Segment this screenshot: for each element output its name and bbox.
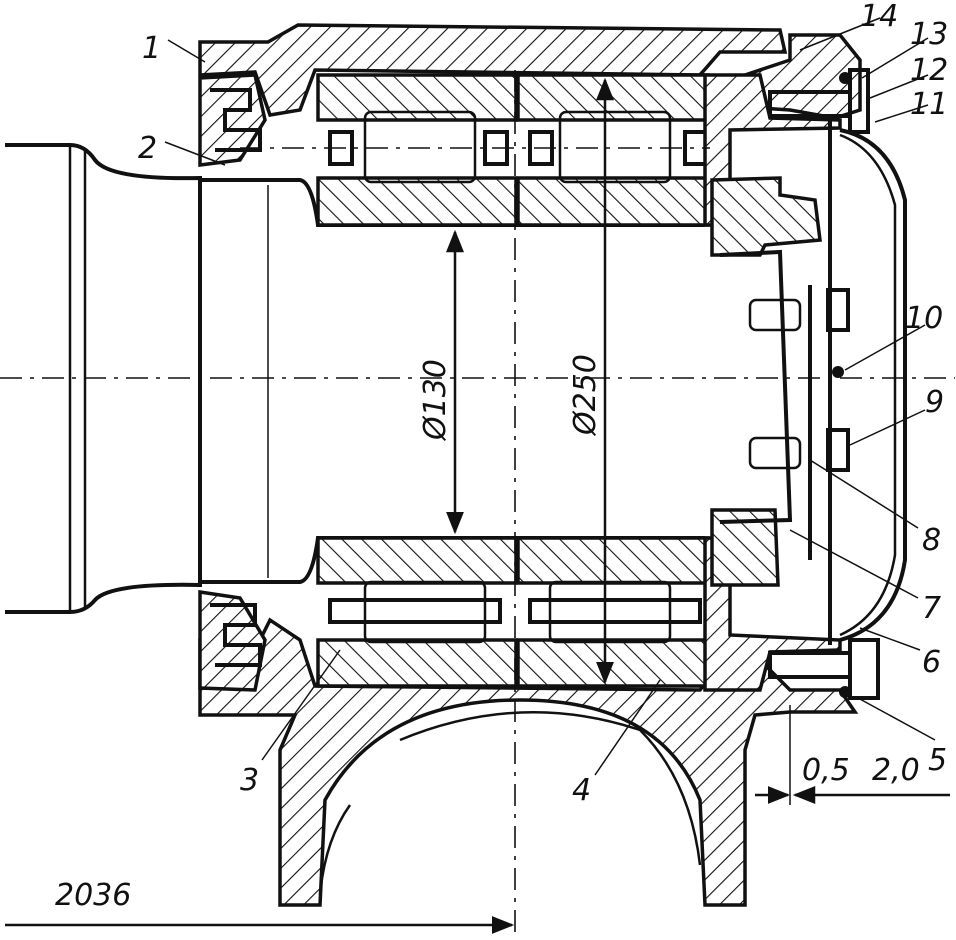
housing-lower <box>198 617 859 907</box>
bearing-upper <box>316 73 710 227</box>
part-label-7: 7 <box>922 591 941 626</box>
part-label-5: 5 <box>928 743 947 778</box>
leader-lines <box>164 17 936 776</box>
part-label-9: 9 <box>925 385 944 420</box>
part-label-6: 6 <box>922 645 941 680</box>
bolts <box>768 68 880 700</box>
dim-outer-text: Ø250 <box>568 354 603 437</box>
dim-gap-b-text: 2,0 <box>872 753 920 788</box>
spring-seat-arcs <box>318 710 702 896</box>
part-label-3: 3 <box>240 763 259 798</box>
part-label-8: 8 <box>922 523 941 558</box>
dim-outer: Ø250 <box>568 77 614 685</box>
dim-bore: Ø130 <box>418 229 464 535</box>
bearing-lower <box>316 536 710 688</box>
dim-offset-text: 2036 <box>55 878 131 913</box>
left-seal <box>198 73 267 692</box>
part-label-10: 10 <box>905 301 943 336</box>
dim-offset: 2036 <box>5 878 515 934</box>
part-label-12: 12 <box>910 53 948 88</box>
part-label-13: 13 <box>910 17 948 52</box>
dim-gap: 0,5 2,0 <box>755 705 950 805</box>
part-label-1: 1 <box>142 31 161 66</box>
part-labels: 1 2 3 4 5 6 7 8 9 10 11 12 13 14 <box>138 0 948 808</box>
part-label-2: 2 <box>138 131 157 166</box>
part-label-11: 11 <box>910 87 948 122</box>
centre-lines <box>0 70 955 935</box>
front-cover <box>703 73 907 692</box>
part-label-4: 4 <box>572 773 591 808</box>
dim-gap-a-text: 0,5 <box>802 753 850 788</box>
dim-bore-text: Ø130 <box>418 359 453 442</box>
part-label-14: 14 <box>860 0 898 34</box>
